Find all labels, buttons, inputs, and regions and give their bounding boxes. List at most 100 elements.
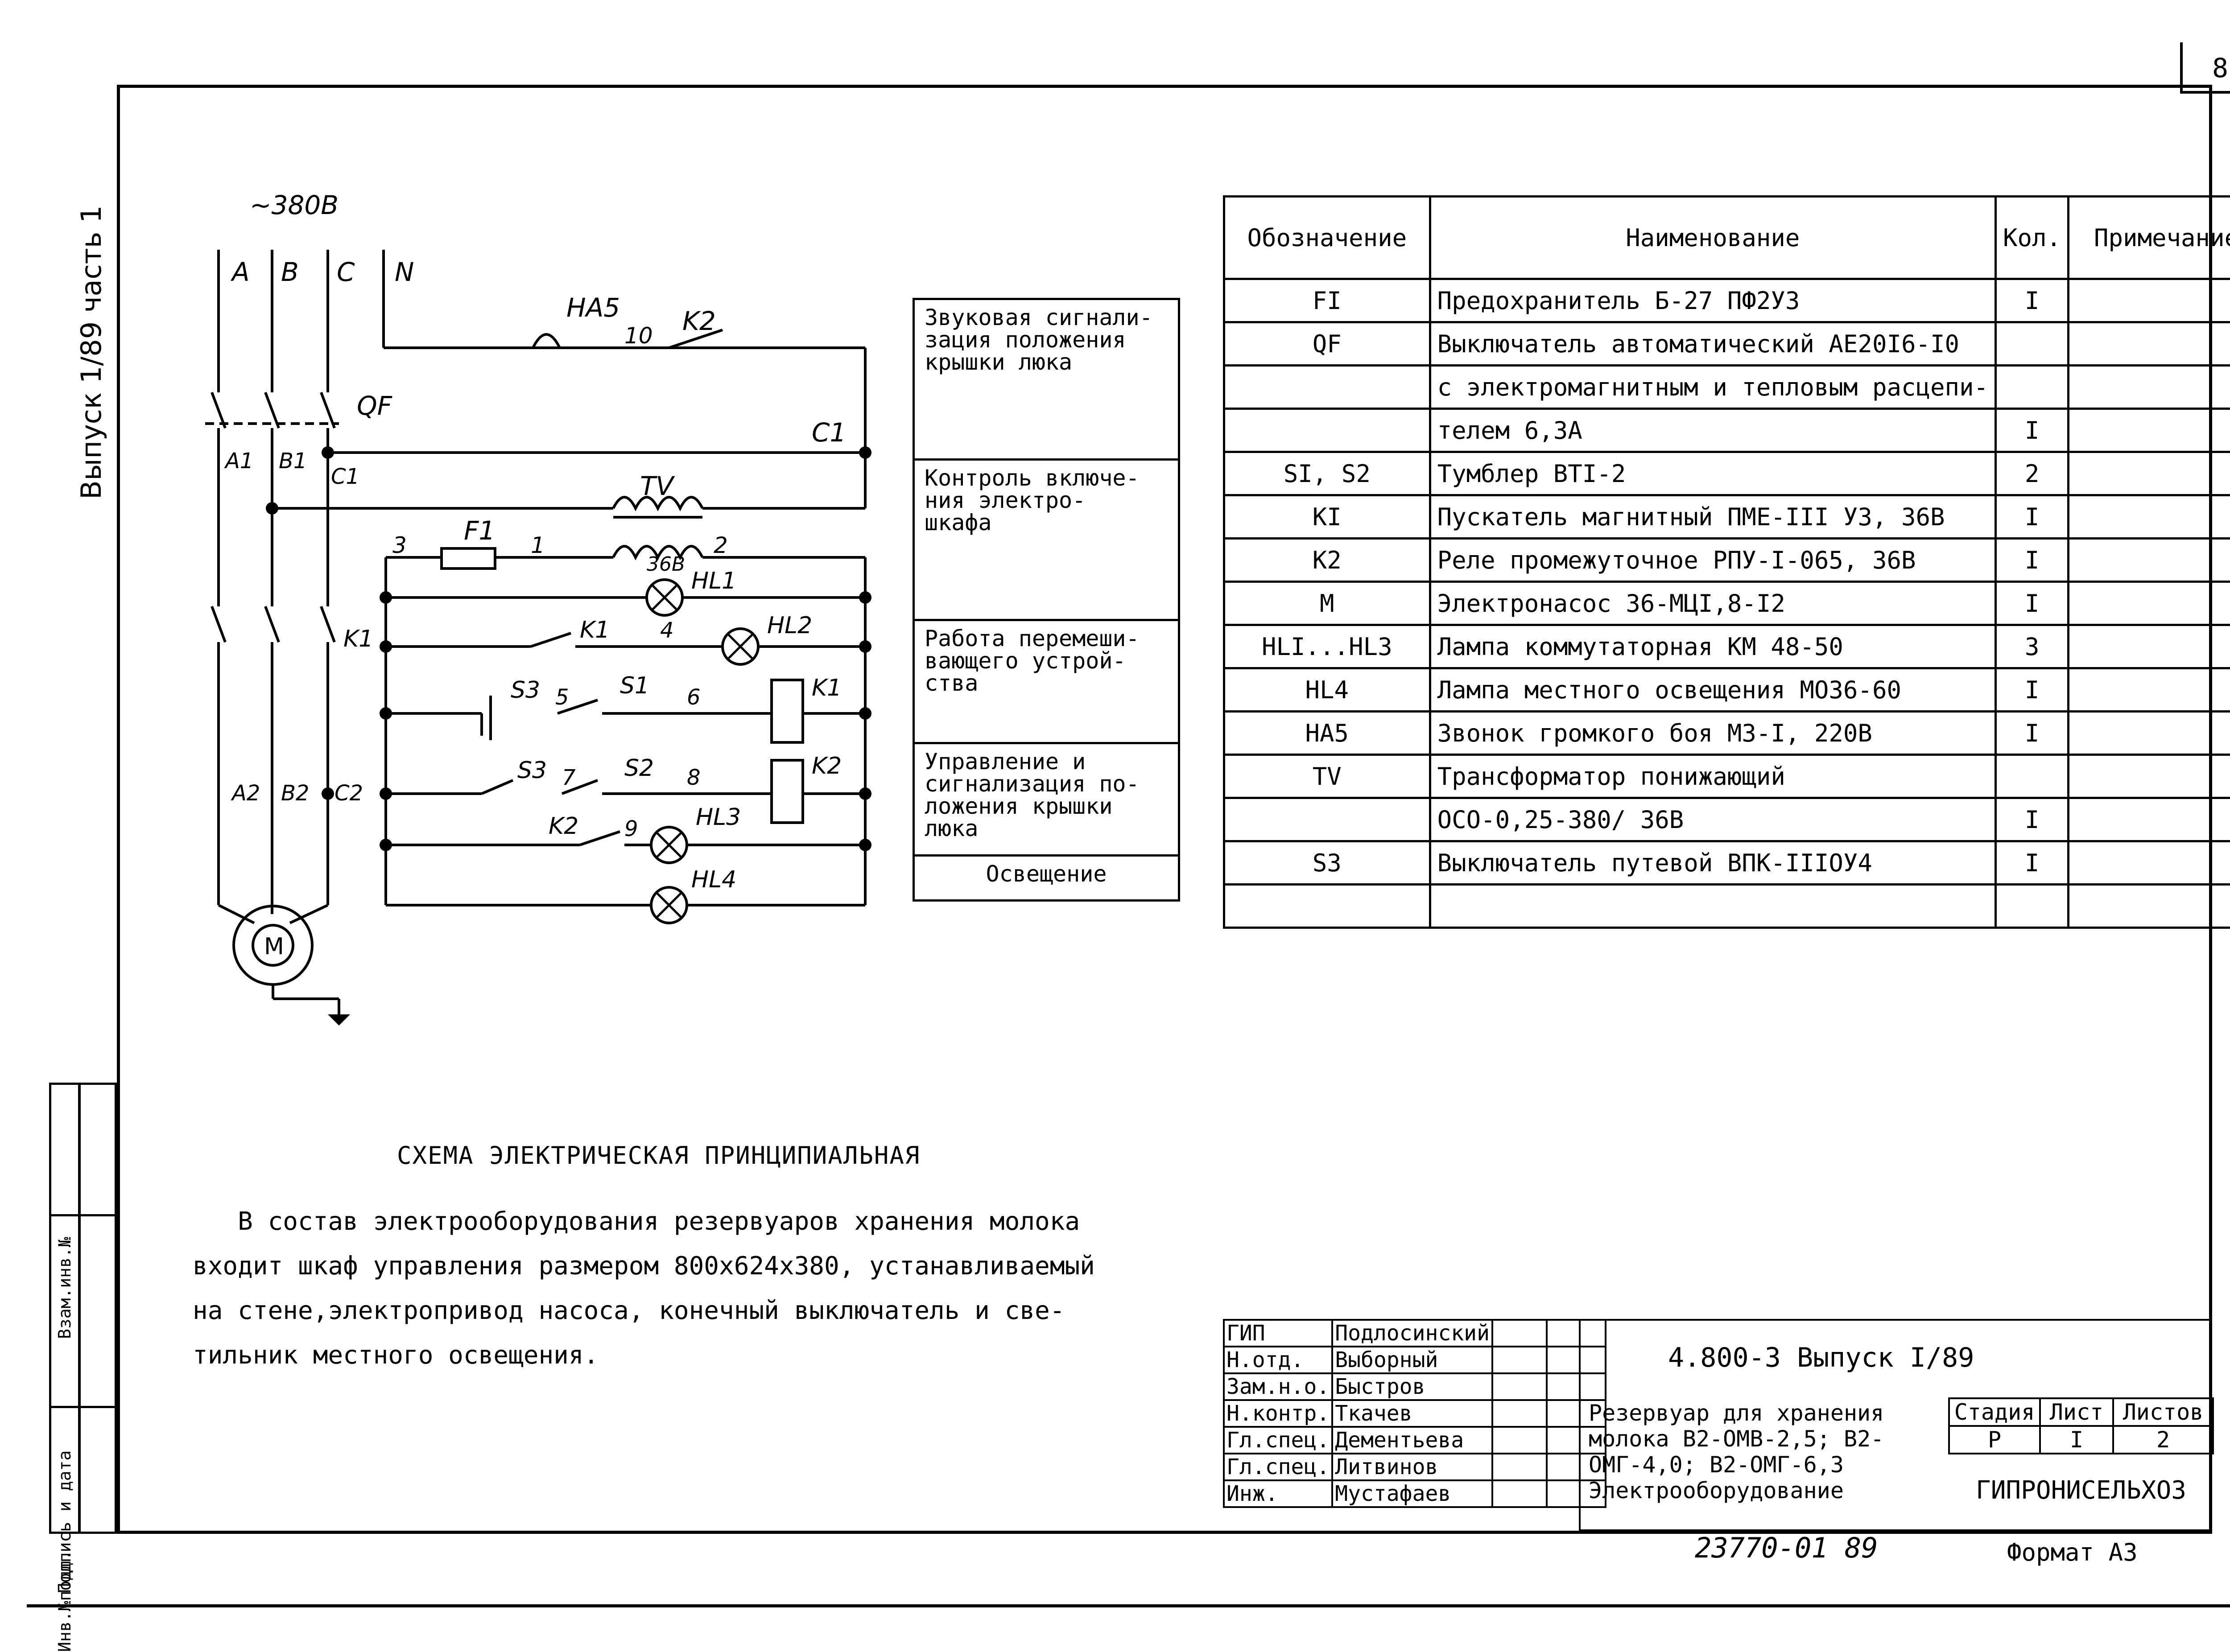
spec-qty: I <box>1996 582 2069 625</box>
person-signature <box>1492 1454 1547 1480</box>
hl4-label: HL4 <box>691 866 736 893</box>
phase-c: C <box>337 257 355 287</box>
wire-8: 8 <box>687 765 701 790</box>
spec-designation: K2 <box>1224 539 1430 582</box>
spec-qty: I <box>1996 495 2069 539</box>
drawing-description: Резервуар для хранения молока В2-ОМВ-2,5… <box>1589 1400 1884 1504</box>
spec-note <box>2069 366 2230 409</box>
person-role: Н.контр. <box>1224 1400 1332 1427</box>
stamp-inv-orig: Инв.№подл. <box>55 1625 74 1652</box>
spec-designation: HLI...HL3 <box>1224 625 1430 668</box>
node-b2: B2 <box>281 781 309 806</box>
spec-name: Лампа коммутаторная КМ 48-50 <box>1430 625 1995 668</box>
spec-header: Примечание <box>2069 197 2230 279</box>
node-c2: C2 <box>334 781 363 806</box>
person-name: Дементьева <box>1332 1427 1492 1454</box>
person-name: Мустафаев <box>1332 1480 1492 1507</box>
spec-qty <box>1996 885 2069 928</box>
spec-note <box>2069 279 2230 322</box>
person-signature <box>1492 1480 1547 1507</box>
spec-note <box>2069 841 2230 885</box>
person-name: Выборный <box>1332 1347 1492 1373</box>
wire-10: 10 <box>624 323 653 349</box>
spec-qty <box>1996 755 2069 798</box>
spec-header: Кол. <box>1996 197 2069 279</box>
spec-header-row: Обозначение Наименование Кол. Примечание <box>1224 197 2230 279</box>
spec-designation: HA5 <box>1224 712 1430 755</box>
wire-6: 6 <box>687 685 701 710</box>
person-signature <box>1492 1427 1547 1454</box>
table-row: с электромагнитным и тепловым расцепи- <box>1224 366 2230 409</box>
spec-note <box>2069 582 2230 625</box>
wire-2: 2 <box>714 532 728 558</box>
spec-qty: I <box>1996 841 2069 885</box>
stage-value: Р <box>1949 1426 2040 1454</box>
person-signature <box>1492 1347 1547 1373</box>
spec-note <box>2069 322 2230 366</box>
spec-designation: QF <box>1224 322 1430 366</box>
table-row: Гл.спец.Литвинов <box>1224 1454 1606 1480</box>
k1-coil-label: K1 <box>812 675 842 701</box>
sheet-value: I <box>2040 1426 2113 1454</box>
spec-name: Реле промежуточное РПУ-I-065, 36В <box>1430 539 1995 582</box>
spec-name: с электромагнитным и тепловым расцепи- <box>1430 366 1995 409</box>
spec-name: Выключатель путевой ВПК-IIIОУ4 <box>1430 841 1995 885</box>
table-row: Гл.спец.Дементьева <box>1224 1427 1606 1454</box>
person-signature <box>1492 1373 1547 1400</box>
f1-label: F1 <box>464 515 495 546</box>
spec-header: Наименование <box>1430 197 1995 279</box>
spec-name: Электронасос 36-МЦI,8-I2 <box>1430 582 1995 625</box>
table-row: Н.контр.Ткачев <box>1224 1400 1606 1427</box>
spec-note <box>2069 668 2230 712</box>
spec-designation: KI <box>1224 495 1430 539</box>
s3-b-label: S3 <box>517 757 547 784</box>
spec-note <box>2069 712 2230 755</box>
spec-note <box>2069 409 2230 452</box>
spec-header: Обозначение <box>1224 197 1430 279</box>
paper-format: Формат А3 <box>2007 1538 2138 1566</box>
person-role: Инж. <box>1224 1480 1332 1507</box>
spec-name: ОСО-0,25-380/ 36В <box>1430 798 1995 841</box>
section-sound: Звуковая сигнали- зация положения крышки… <box>915 300 1178 461</box>
spec-designation <box>1224 409 1430 452</box>
section-mixer: Работа перемеши- вающего устрой- ства <box>915 621 1178 744</box>
person-role: Гл.спец. <box>1224 1427 1332 1454</box>
phase-n: N <box>395 257 414 287</box>
description-paragraph: В состав электрооборудования резервуаров… <box>193 1199 1095 1378</box>
spec-designation <box>1224 798 1430 841</box>
wire-7: 7 <box>562 765 576 790</box>
phase-b: B <box>281 257 299 287</box>
phase-a: A <box>230 257 250 287</box>
spec-note <box>2069 495 2230 539</box>
drawing-heading: СХЕМА ЭЛЕКТРИЧЕСКАЯ ПРИНЦИПИАЛЬНАЯ <box>397 1141 920 1170</box>
v36-label: 36В <box>647 553 685 576</box>
qf-label: QF <box>357 391 393 421</box>
spec-qty: I <box>1996 668 2069 712</box>
spec-qty: I <box>1996 279 2069 322</box>
table-row: Инж.Мустафаев <box>1224 1480 1606 1507</box>
person-name: Литвинов <box>1332 1454 1492 1480</box>
hl2-label: HL2 <box>767 612 812 639</box>
table-row: Н.отд.Выборный <box>1224 1347 1606 1373</box>
wire-3: 3 <box>392 532 407 558</box>
k2-coil-label: K2 <box>812 753 842 779</box>
person-signature <box>1492 1320 1547 1347</box>
person-name: Быстров <box>1332 1373 1492 1400</box>
spec-note <box>2069 885 2230 928</box>
ha5-label: HA5 <box>566 292 620 323</box>
person-role: Н.отд. <box>1224 1347 1332 1373</box>
k1-main-label: K1 <box>343 626 373 652</box>
node-a2: A2 <box>231 781 260 806</box>
